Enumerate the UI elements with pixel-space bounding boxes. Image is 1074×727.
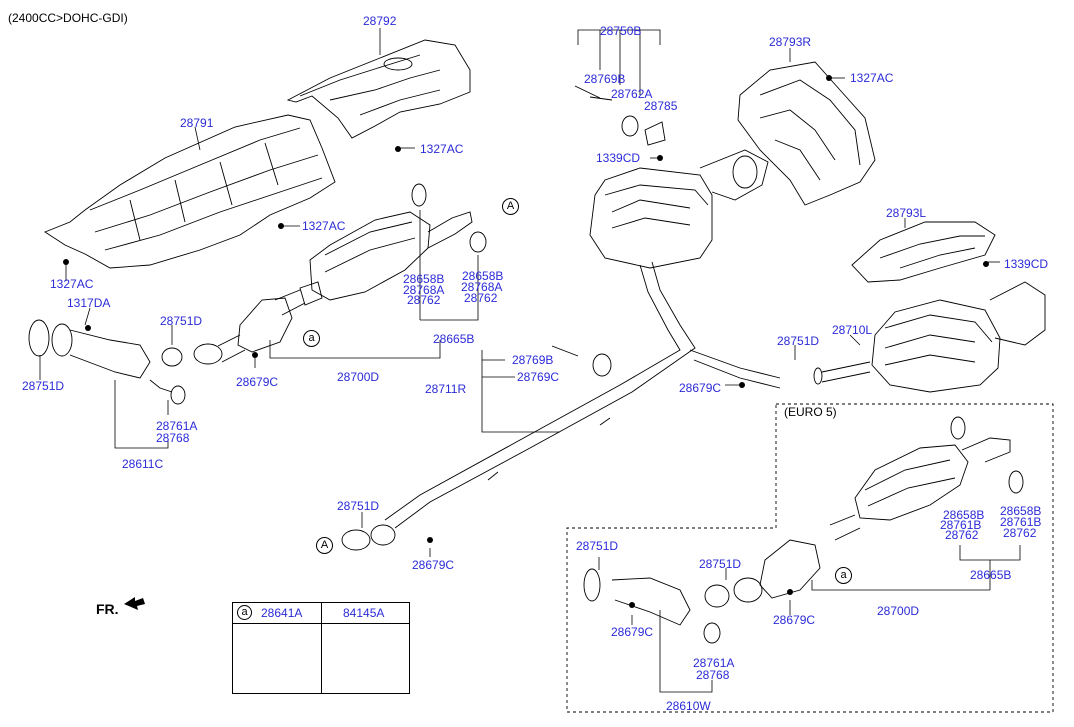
part-label: 28751D [160, 314, 203, 328]
part-label: 28610W [666, 699, 711, 713]
hanger-28658B-1 [411, 183, 427, 207]
leader-lines [39, 28, 1021, 693]
part-label: 28761B [1000, 515, 1042, 529]
part-label: 1327AC [420, 142, 464, 156]
part-label: 28710L [832, 323, 873, 337]
part-label: 28768 [696, 668, 730, 682]
part-label: 28791 [180, 116, 214, 130]
euro5-boundary [566, 403, 1054, 713]
part-label: 1327AC [850, 71, 894, 85]
part-label: 28665B [970, 568, 1012, 582]
legend-key: a [237, 605, 252, 620]
part-label: 28769B [584, 72, 626, 86]
part-label: 28611C [122, 457, 164, 471]
callout-A-2: A [316, 537, 333, 554]
bracket-28785 [644, 121, 666, 146]
hanger-28658B-2 [469, 231, 487, 253]
part-label: 28762A [611, 87, 653, 101]
part-label: 28679C [236, 375, 279, 389]
front-pipe-28611C [28, 319, 186, 405]
euro5-title: (EURO 5) [784, 405, 837, 419]
part-label: 1339CD [596, 151, 641, 165]
part-label: 28658B [1000, 504, 1042, 518]
callout-a-1: a [303, 330, 320, 347]
heat-shield-28793L [851, 221, 996, 283]
rear-muffler [589, 149, 769, 269]
bolt-28769B-rear [551, 345, 579, 357]
part-label: 28658B [403, 272, 445, 286]
front-direction-label: FR. [96, 601, 119, 617]
part-label: 28769C [517, 370, 560, 384]
part-label: 28751D [576, 539, 619, 553]
engine-spec-header: (2400CC>DOHC-GDI) [8, 11, 128, 25]
part-label: 28750B [600, 24, 642, 38]
hanger-28769C [592, 353, 612, 377]
center-pipe-28711R [341, 261, 781, 551]
part-label: 28700D [877, 604, 920, 618]
part-label: 28768A [461, 280, 503, 294]
part-label: 28711R [425, 382, 467, 396]
part-label: 28679C [412, 558, 455, 572]
part-label: 28751D [699, 557, 742, 571]
part-label: 28679C [679, 381, 722, 395]
part-label: 1317DA [67, 296, 111, 310]
legend-box: a 28641A 84145A [232, 602, 410, 694]
part-label: 28751D [22, 379, 65, 393]
legend-divider [321, 603, 322, 693]
part-label: 1327AC [50, 277, 94, 291]
part-label: 28793L [886, 206, 927, 220]
part-label: 28792 [363, 14, 397, 28]
hanger-28762A [621, 115, 639, 137]
part-label: 28762 [464, 291, 498, 305]
bolt-28769B [574, 85, 613, 101]
part-label: 28761A [693, 656, 735, 670]
part-label: 28762 [945, 528, 979, 542]
part-label: 28761A [156, 419, 198, 433]
part-label: 28700D [337, 370, 380, 384]
heat-shield-28792 [286, 39, 471, 139]
front-arrow-icon [124, 597, 145, 610]
part-label: 28679C [611, 625, 654, 639]
part-label: 28769B [512, 353, 554, 367]
converter-euro5 [583, 416, 1024, 644]
part-label: 28751D [337, 499, 380, 513]
part-label: 1339CD [1004, 257, 1049, 271]
heat-shield-28793R [737, 61, 876, 206]
part-label: 28762 [1003, 526, 1037, 540]
part-label: 28665B [433, 332, 475, 346]
muffler-28710L [813, 281, 1046, 393]
converter-28700D [193, 211, 473, 365]
part-label: 28761B [940, 518, 982, 532]
callout-a-2: a [835, 567, 852, 584]
part-label: 28658B [943, 508, 985, 522]
part-label: 28793R [769, 35, 812, 49]
nuts [63, 75, 989, 608]
part-label: 28679C [773, 613, 816, 627]
part-label: 1327AC [302, 219, 346, 233]
part-label: 28785 [644, 99, 678, 113]
part-label: 28751D [777, 334, 820, 348]
legend-part-2: 84145A [343, 606, 385, 620]
heat-shield-28791 [44, 114, 336, 269]
callout-A-1: A [502, 198, 519, 215]
part-label: 28768A [403, 283, 445, 297]
part-label: 28768 [156, 431, 190, 445]
part-label: 28658B [462, 269, 504, 283]
legend-part-1: 28641A [261, 606, 303, 620]
part-label: 28762 [407, 293, 441, 307]
